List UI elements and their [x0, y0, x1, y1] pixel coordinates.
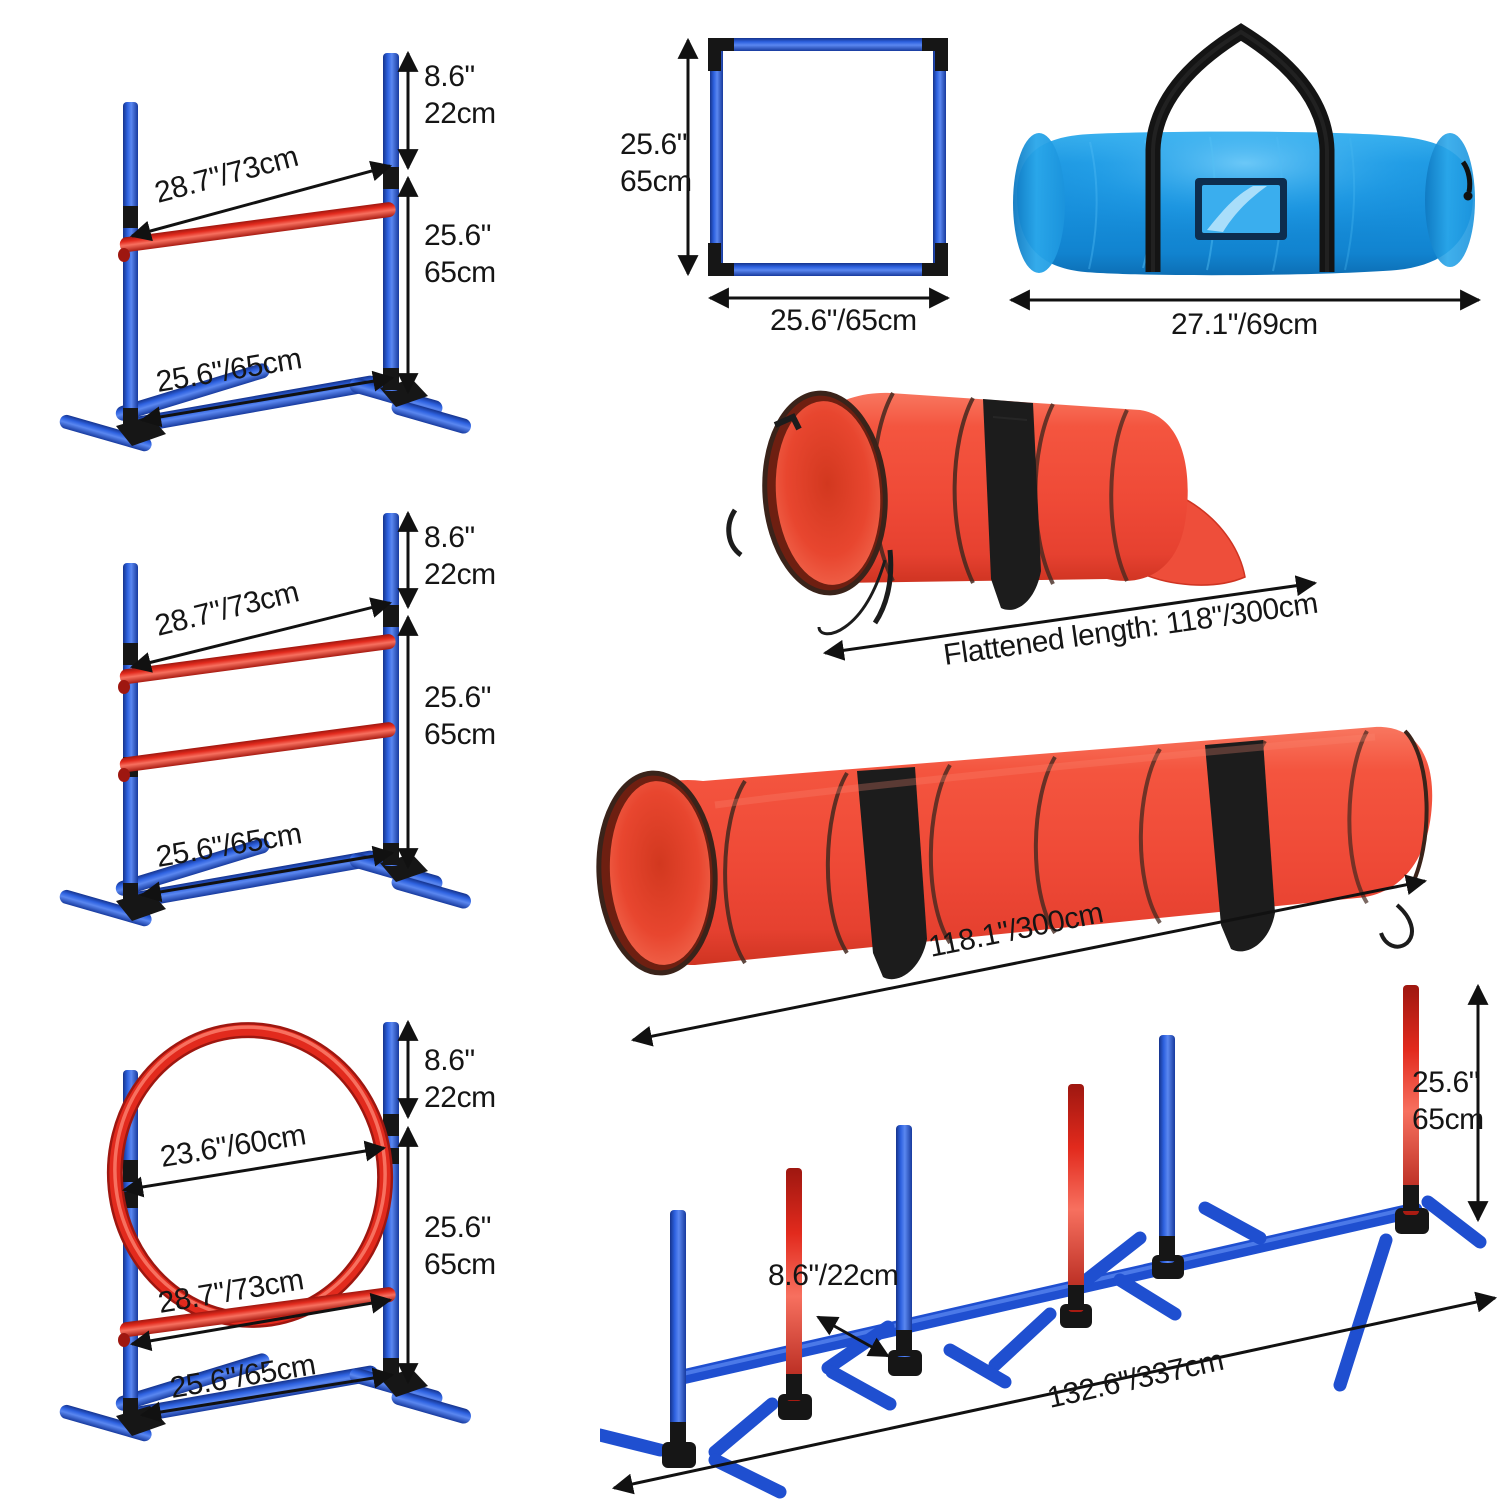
tunnel-long-far-rim: [1403, 729, 1429, 892]
label-pole-height-3: 25.6"65cm: [424, 1211, 496, 1281]
label-top-gap-3: 8.6"22cm: [424, 1044, 496, 1114]
label2-base-width: 25.6"/65cm: [154, 817, 304, 874]
label-pole-height-1: 25.6"65cm: [424, 219, 496, 289]
label-weave-foot: 8.6"/22cm: [768, 1259, 898, 1292]
tunnel-long-handle: [1379, 903, 1414, 949]
weave-pole-4: [988, 1084, 1182, 1372]
dim3-hoop-diameter: [121, 1140, 387, 1198]
dim-bar-width: [129, 160, 393, 242]
weave-pole-5: [1073, 1035, 1267, 1292]
square-frame-tubes: [708, 38, 948, 276]
dim-tunnel-short-length: [822, 575, 1318, 661]
label-top-gap-2: 8.6"22cm: [424, 521, 496, 591]
label2-bar-width: 28.7"/73cm: [152, 575, 302, 643]
panel-weave-poles: 8.6"/22cm 132.6"/337cm: [600, 983, 1498, 1499]
label-bag-width: 27.1"/69cm: [1171, 308, 1318, 340]
hurdle-crossbar: [118, 202, 396, 262]
label-weave-total-length: 132.6"/337cm: [1044, 1344, 1226, 1415]
weave-pole-6: [1333, 985, 1487, 1392]
label-bar-width: 28.7"/73cm: [151, 140, 301, 210]
weave-spine: [670, 1202, 1423, 1386]
tunnel-short-mouth: [762, 390, 888, 596]
weave-pole-3: [821, 1125, 1012, 1389]
bag-zipper: [1460, 160, 1473, 201]
bag-handle-strap: [1145, 23, 1335, 272]
label3-hoop-diameter: 23.6"/60cm: [158, 1118, 308, 1174]
label-top-gap-1: 8.6"22cm: [424, 60, 496, 130]
label-pole-height-2: 25.6"65cm: [424, 681, 496, 751]
label-square-height: 25.6"65cm: [620, 128, 692, 198]
panel-double-hurdle: 28.7"/73cm 25.6"/65cm: [59, 510, 471, 927]
panel-hoop-hurdle: 23.6"/60cm 28.7"/73cm 25.6"/65cm: [59, 1019, 471, 1442]
weave-pole-1: [600, 1210, 787, 1499]
panel-tunnel-short: Flattened length: 118"/300cm: [726, 390, 1320, 672]
label-base-width: 25.6"/65cm: [154, 342, 304, 399]
panel-single-hurdle: 28.7"/73cm 25.6"/65cm: [59, 50, 471, 452]
dim3-bar-width: [129, 1292, 393, 1352]
bag-label-window: [1195, 178, 1287, 240]
label-square-width: 25.6"/65cm: [770, 304, 917, 337]
dim-weave-total-length: [611, 1291, 1498, 1495]
dim-tunnel-long-length: [630, 874, 1428, 1047]
hurdle2-crossbars: [118, 634, 396, 782]
panel-tunnel-long: 118.1"/300cm: [596, 726, 1433, 1047]
dim2-bar-width: [129, 597, 393, 673]
dim3-base-width: [139, 1367, 395, 1423]
panel-carry-bag: 27.1"/69cm: [1008, 23, 1482, 340]
dim-base-width: [139, 370, 395, 428]
label-weave-pole-height: 25.6"65cm: [1412, 1066, 1484, 1136]
weave-pole-2: [708, 1168, 897, 1459]
panel-square-frame: 25.6"/65cm: [677, 37, 951, 337]
dim2-base-width: [139, 845, 395, 903]
